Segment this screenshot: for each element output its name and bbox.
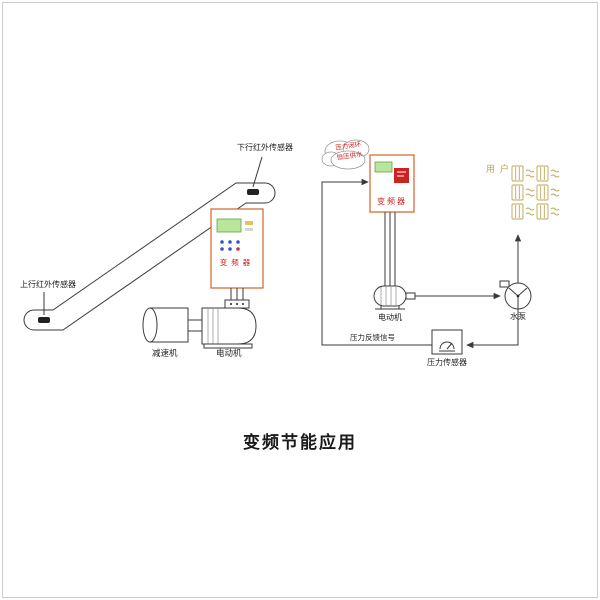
label-pump: 水泵 bbox=[510, 312, 526, 321]
feedback-signal-line bbox=[321, 178, 432, 346]
sensor-down-pointer-line bbox=[252, 156, 263, 188]
label-motor-right: 电动机 bbox=[378, 313, 402, 322]
flow-line-pump-to-sensor bbox=[466, 309, 519, 349]
motor-right-icon bbox=[373, 285, 416, 310]
label-ir-sensor-down: 下行红外传感器 bbox=[237, 143, 293, 152]
label-inverter-left: 变频器 bbox=[219, 258, 255, 267]
lcd-display-icon bbox=[216, 218, 242, 233]
indicator-icon bbox=[245, 221, 253, 225]
label-inverter-right: 变频器 bbox=[377, 197, 407, 206]
reducer-icon bbox=[142, 307, 189, 343]
ir-sensor-up-icon bbox=[38, 317, 50, 323]
shaft-icon bbox=[187, 319, 203, 332]
inverter-left bbox=[210, 208, 264, 289]
page-title: 变频节能应用 bbox=[243, 433, 357, 453]
terminal-dots-icon bbox=[230, 303, 244, 305]
label-pressure-sensor: 压力传感器 bbox=[427, 358, 467, 367]
label-ir-sensor-up: 上行红外传感器 bbox=[20, 280, 76, 289]
users-grid-icon bbox=[511, 165, 560, 220]
pressure-sensor-icon bbox=[431, 329, 463, 355]
label-reducer: 减速机 bbox=[152, 349, 178, 359]
water-pump-icon bbox=[499, 280, 532, 310]
label-users: 用 户 bbox=[486, 165, 510, 175]
brand-badge-icon bbox=[394, 168, 409, 183]
keypad-buttons-icon bbox=[220, 240, 240, 251]
cloud-bubble-icon bbox=[321, 139, 370, 170]
lcd-display-icon bbox=[374, 161, 393, 173]
motor-cables-left bbox=[230, 288, 244, 300]
ir-sensor-down-icon bbox=[247, 189, 259, 195]
motor-left-icon bbox=[201, 307, 257, 349]
inverter-right bbox=[369, 154, 415, 213]
indicator-icon bbox=[245, 228, 253, 231]
label-motor-left: 电动机 bbox=[216, 349, 242, 359]
motor-cables-right bbox=[384, 212, 396, 286]
label-feedback-signal: 压力反馈信号 bbox=[350, 333, 395, 342]
